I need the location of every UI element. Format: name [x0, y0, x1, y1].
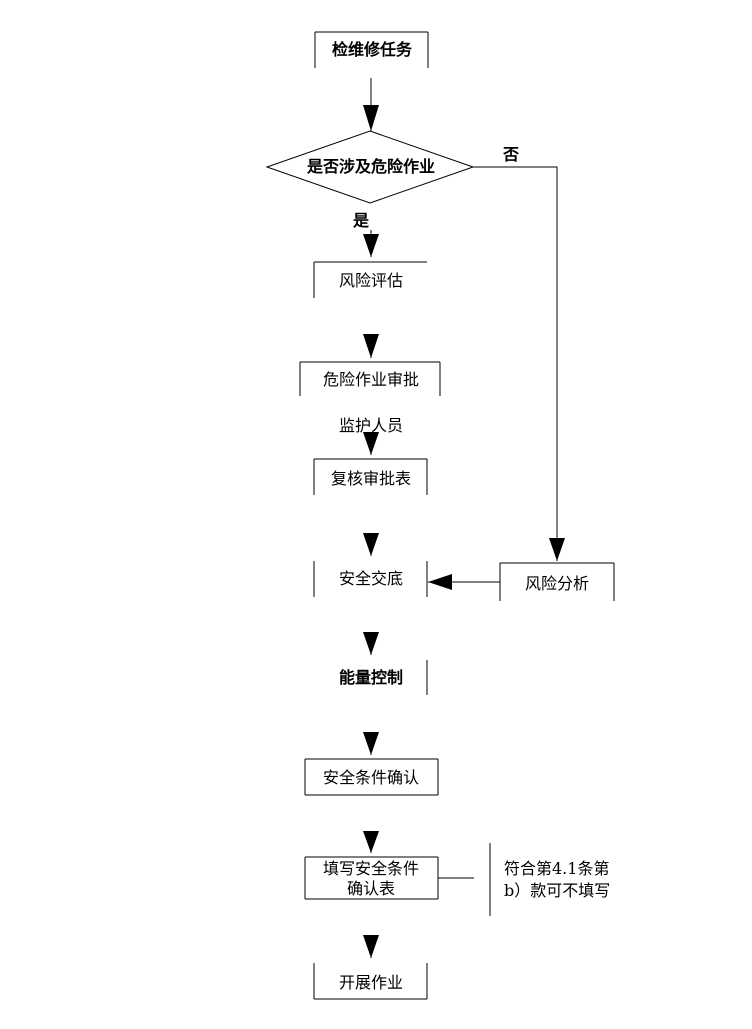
review-table-frame: [313, 458, 428, 495]
arrowhead-review: [363, 432, 379, 455]
review-table-label: 复核审批表: [331, 469, 411, 488]
yes-label: 是: [352, 211, 369, 230]
start-node-label: 检维修任务: [332, 40, 413, 59]
arrowhead-start-work: [363, 935, 379, 958]
safety-briefing-label: 安全交底: [339, 569, 403, 588]
start-work-frame: [313, 963, 428, 1000]
safety-briefing-frame: [313, 561, 428, 597]
start-work-label: 开展作业: [339, 973, 403, 992]
safety-confirm-frame: [304, 758, 439, 796]
arrowhead-decision: [363, 105, 379, 131]
arrowhead-energy: [363, 632, 379, 655]
safety-confirm-label: 安全条件确认: [323, 768, 419, 787]
risk-analysis-label: 风险分析: [525, 574, 589, 593]
arrowhead-analysis-briefing: [428, 574, 452, 590]
risk-assessment-frame: [313, 261, 427, 298]
no-label: 否: [502, 145, 519, 164]
decision-label: 是否涉及危险作业: [306, 157, 435, 176]
fill-form-label-line2: 确认表: [347, 879, 395, 898]
no-branch-line: [473, 166, 558, 561]
approval-label: 危险作业审批: [323, 370, 419, 389]
risk-assessment-label: 风险评估: [339, 271, 403, 290]
energy-control-label: 能量控制: [339, 668, 403, 687]
approval-frame: [299, 361, 441, 396]
arrowhead-briefing: [363, 533, 379, 556]
annotation-line1: 符合第4.1条第: [504, 859, 609, 878]
guardian-label: 监护人员: [339, 416, 403, 435]
start-node-frame: [314, 31, 429, 68]
arrowhead-risk-assessment: [363, 234, 379, 257]
arrowhead-confirm: [363, 732, 379, 755]
arrowhead-fill: [363, 831, 379, 853]
arrowhead-risk-analysis: [549, 538, 565, 561]
arrowhead-approval: [363, 334, 379, 358]
annotation-line2: b）款可不填写: [504, 881, 610, 900]
decision-diamond: [265, 130, 475, 204]
fill-form-label-line1: 填写安全条件: [323, 859, 419, 878]
